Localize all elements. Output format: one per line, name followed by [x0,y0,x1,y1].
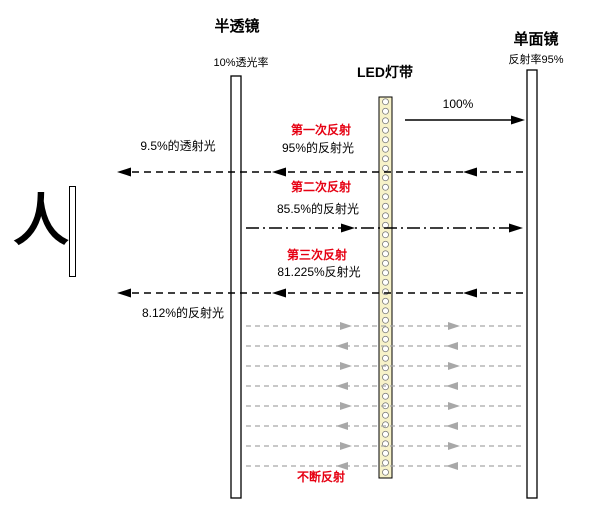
arrowhead-left-icon [272,288,286,298]
arrowhead-right-icon [340,442,352,450]
led-strip-title: LED灯带 [357,64,413,80]
beams-endless-reflections [246,322,522,470]
arrowhead-left-icon [272,167,286,177]
arrowhead-left-icon [117,167,131,177]
arrowhead-left-icon [463,288,477,298]
arrowhead-right-icon [340,322,352,330]
arrowhead-right-icon [509,223,523,233]
half-mirror-transmittance-label: 10%透光率 [213,57,269,69]
third-reflection-value: 81.225%反射光 [277,265,361,279]
arrowhead-left-icon [446,382,458,390]
arrowhead-right-icon [448,322,460,330]
arrowhead-right-icon [340,362,352,370]
beam-second-reflection [246,223,523,233]
half-mirror-title: 半透镜 [214,18,260,35]
viewer-person: 人 [13,189,69,252]
arrowhead-left-icon [446,422,458,430]
one-way-mirror [526,69,538,499]
beam-first-reflection [117,167,523,177]
initial-beam-label: 100% [442,97,474,111]
third-reflection-title: 第三次反射 [286,248,348,262]
arrowhead-right-icon [448,402,460,410]
arrowhead-right-icon [448,362,460,370]
arrowhead-right-icon [341,223,355,233]
arrowhead-right-icon [448,442,460,450]
one-way-mirror-reflectance-label: 反射率95% [508,54,564,66]
second-reflection-value: 85.5%的反射光 [276,202,360,216]
first-transmitted-label: 9.5%的透射光 [140,139,216,153]
led-strip-dots [379,97,392,478]
viewer-marker-bar [69,186,76,277]
arrowhead-left-icon [336,462,348,470]
arrowhead-left-icon [336,342,348,350]
arrowhead-left-icon [446,462,458,470]
one-way-mirror-title: 单面镜 [513,31,559,48]
arrowhead-right-icon [511,115,525,125]
arrowhead-left-icon [336,382,348,390]
beam-third-reflection [117,288,523,298]
second-reflection-title: 第二次反射 [290,180,352,194]
arrowhead-left-icon [336,422,348,430]
arrowhead-left-icon [446,342,458,350]
third-transmitted-label: 8.12%的反射光 [141,306,225,320]
endless-reflection-label: 不断反射 [296,470,346,484]
arrowhead-right-icon [340,402,352,410]
arrowhead-left-icon [117,288,131,298]
first-reflection-title: 第一次反射 [290,123,352,137]
beam-initial [405,115,525,125]
arrowhead-left-icon [463,167,477,177]
half-mirror [230,75,242,499]
first-reflection-value: 95%的反射光 [281,141,355,155]
led-strip [378,96,393,479]
